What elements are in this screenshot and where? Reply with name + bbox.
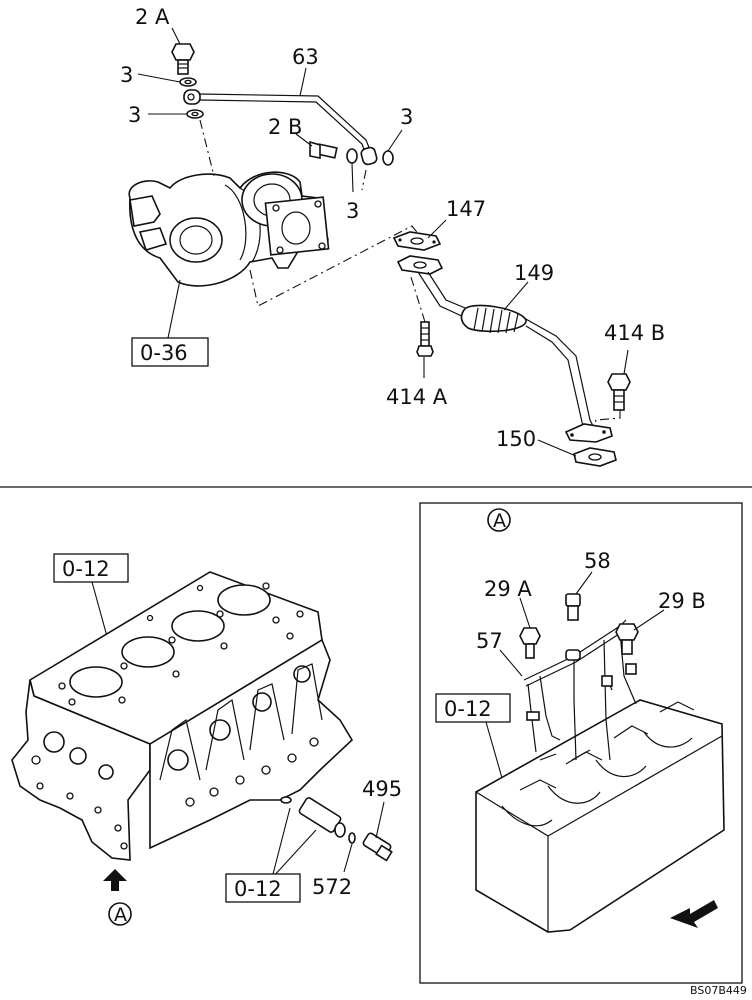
- oil-jet-assembly: [523, 619, 637, 761]
- bolt-2b: [309, 140, 338, 159]
- reference-box-0-12-bottom: [225, 873, 301, 903]
- callout-572: 572: [312, 875, 352, 899]
- washer-3-mid: [346, 148, 358, 164]
- view-marker-circle: [108, 902, 132, 926]
- turbocharger-assembly: 0-36: [120, 5, 665, 467]
- callout-414a: 414 A: [386, 385, 448, 409]
- crankcase-lower: [475, 699, 725, 933]
- gasket-150: [573, 447, 617, 467]
- callout-57: 57: [476, 629, 503, 653]
- gasket-147: [392, 231, 442, 251]
- cylinder-block: [11, 571, 354, 861]
- banjo-bolt-58: [565, 593, 581, 621]
- callout-150: 150: [496, 427, 536, 451]
- o-ring-572: [348, 832, 356, 844]
- callout-3-top: 3: [120, 63, 133, 87]
- callout-3-bottom: 3: [128, 103, 141, 127]
- callout-3-right: 3: [400, 105, 413, 129]
- oil-pipe-149: [396, 255, 613, 443]
- callout-0-12-main: 0-12: [62, 557, 110, 581]
- bolt-414b: [607, 373, 631, 411]
- bolt-414a: [416, 321, 434, 357]
- callout-29b: 29 B: [658, 589, 706, 613]
- callout-63: 63: [292, 45, 319, 69]
- reference-box-0-12-main: [53, 553, 129, 583]
- callout-58: 58: [584, 549, 611, 573]
- view-direction-arrow: [670, 900, 718, 928]
- view-arrow-up: [103, 869, 127, 891]
- washer-3-right: [382, 150, 394, 166]
- reference-box-0-36: [131, 337, 209, 367]
- detail-view-a: A: [419, 502, 743, 984]
- callout-29a: 29 A: [484, 577, 532, 601]
- callout-2b: 2 B: [268, 115, 302, 139]
- adapter-fitting: [280, 796, 346, 838]
- turbocharger: [128, 171, 330, 287]
- oil-pipe-63: [183, 89, 378, 166]
- callout-0-36: 0-36: [140, 341, 188, 365]
- callout-149: 149: [514, 261, 554, 285]
- bolt-2a: [171, 43, 195, 75]
- reference-box-0-12-detail: [435, 693, 511, 723]
- callout-414b: 414 B: [604, 321, 665, 345]
- callout-2a: 2 A: [135, 5, 170, 29]
- detail-marker-circle: [487, 508, 511, 532]
- bolt-29b: [615, 623, 639, 655]
- callout-495: 495: [362, 777, 402, 801]
- sensor-495: [362, 832, 393, 862]
- drawing-code: BS07B449: [690, 984, 747, 997]
- callout-0-12-detail: 0-12: [444, 697, 492, 721]
- bolt-29a: [519, 627, 541, 659]
- detail-marker-a: A: [493, 510, 506, 532]
- detail-frame: [419, 502, 743, 984]
- callout-3-mid: 3: [346, 199, 359, 223]
- callout-147: 147: [446, 197, 486, 221]
- callout-0-12-bottom: 0-12: [234, 877, 282, 901]
- view-marker-a: A: [114, 904, 127, 926]
- cylinder-block-assembly: 0-12: [11, 553, 402, 926]
